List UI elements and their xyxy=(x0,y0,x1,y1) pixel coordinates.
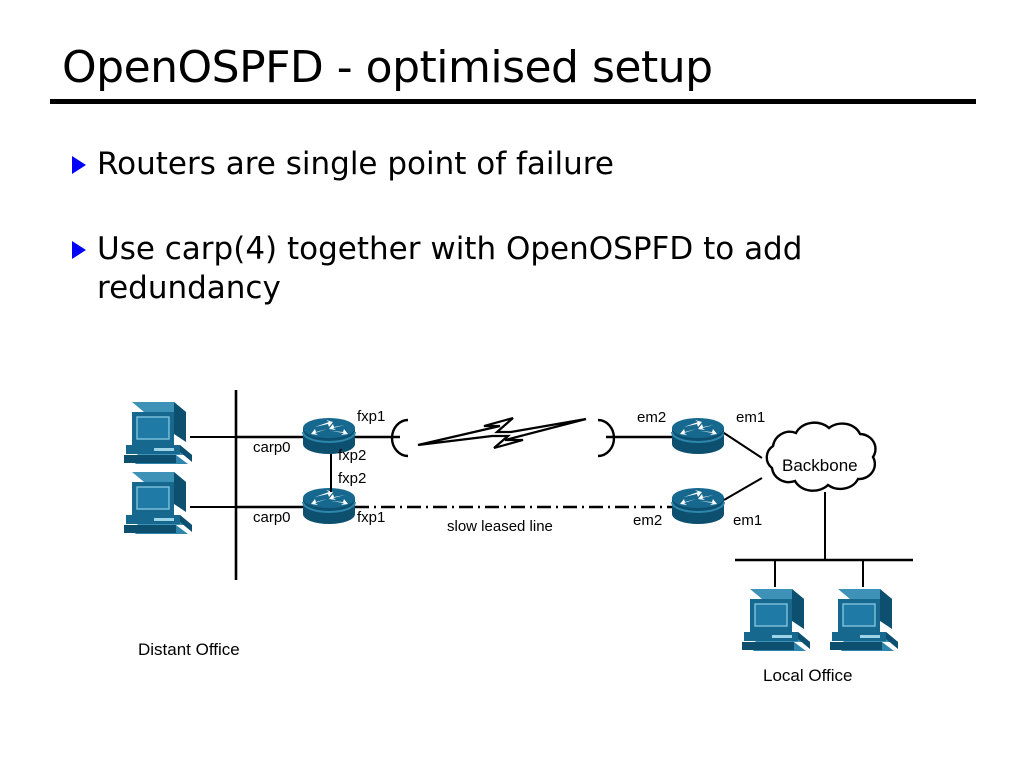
triangle-right-icon xyxy=(72,156,86,174)
interface-label-fxp2-top: fxp2 xyxy=(338,447,366,464)
workstation-icon-distant-bottom xyxy=(123,471,193,535)
interface-label-carp0-bottom: carp0 xyxy=(253,509,291,526)
workstation-icon-local-right xyxy=(829,588,899,652)
bullet-item-1-text: Routers are single point of failure xyxy=(97,146,614,182)
bullet-item-2: Use carp(4) together with OpenOSPFD to a… xyxy=(72,230,952,308)
interface-label-em2-bottom: em2 xyxy=(633,512,662,529)
network-topology-diagram: carp0 carp0 fxp2 fxp2 fxp1 fxp1 slow lea… xyxy=(0,370,1024,710)
bullet-list: Routers are single point of failure Use … xyxy=(72,145,952,354)
cloud-icon-backbone xyxy=(765,421,877,492)
interface-label-em1-bottom: em1 xyxy=(733,512,762,529)
bullet-item-1: Routers are single point of failure xyxy=(72,145,952,184)
zone-label-distant-office: Distant Office xyxy=(138,640,240,659)
interface-label-fxp1-top: fxp1 xyxy=(357,408,385,425)
link-router-to-backbone-bottom xyxy=(723,477,763,501)
router-icon-local-bottom xyxy=(671,487,725,525)
title-divider xyxy=(50,99,976,104)
router-icon-distant-bottom xyxy=(302,487,356,525)
wan-arc-left xyxy=(390,418,409,458)
triangle-right-icon xyxy=(72,241,86,260)
link-router-to-backbone-top xyxy=(723,432,763,459)
workstation-icon-distant-top xyxy=(123,401,193,465)
zone-label-local-office: Local Office xyxy=(763,666,852,685)
lightning-bolt-icon xyxy=(417,416,587,450)
interface-label-fxp1-bottom: fxp1 xyxy=(357,509,385,526)
cloud-label-backbone: Backbone xyxy=(782,456,858,475)
page-title: OpenOSPFD - optimised setup xyxy=(62,42,713,93)
interface-label-em2-top: em2 xyxy=(637,409,666,426)
workstation-icon-local-left xyxy=(741,588,811,652)
bullet-item-2-text: Use carp(4) together with OpenOSPFD to a… xyxy=(97,231,803,307)
interface-label-em1-top: em1 xyxy=(736,409,765,426)
interface-label-carp0-top: carp0 xyxy=(253,439,291,456)
link-label-slow-leased-line: slow leased line xyxy=(447,518,553,535)
router-icon-local-top xyxy=(671,417,725,455)
interface-label-fxp2-bottom: fxp2 xyxy=(338,470,366,487)
